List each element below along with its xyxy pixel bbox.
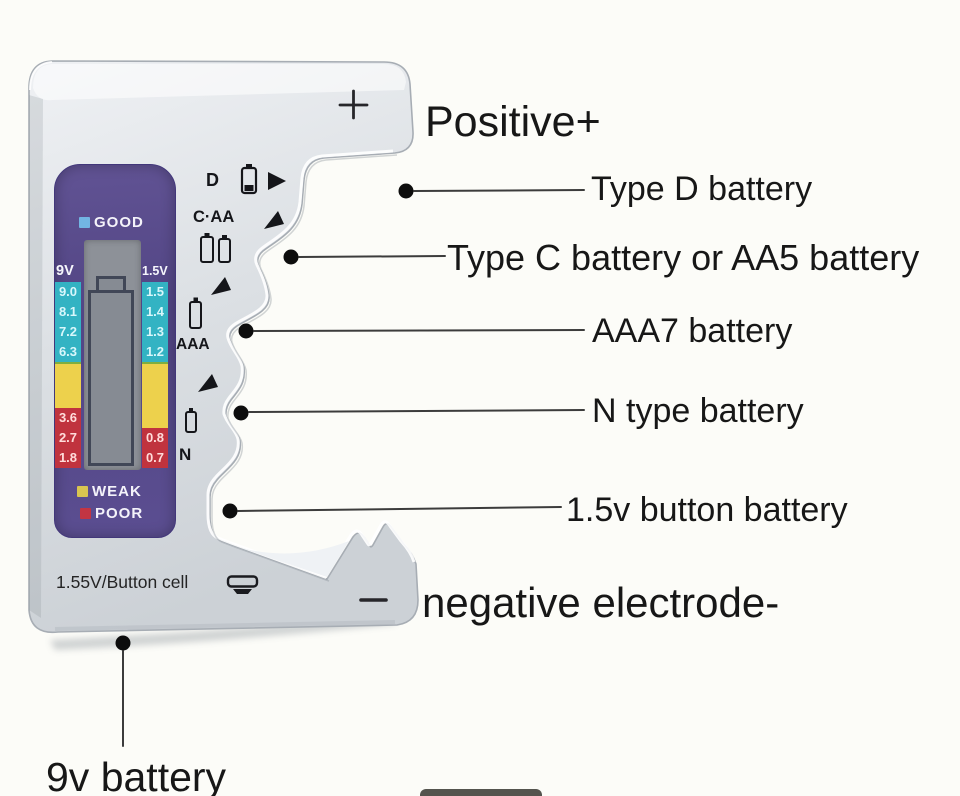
poor-indicator: POOR bbox=[80, 506, 143, 521]
c-aa-arrow-icon bbox=[264, 211, 284, 229]
cutout-edge-highlight bbox=[206, 149, 416, 579]
n-battery-icon bbox=[185, 408, 197, 433]
background-object bbox=[420, 789, 542, 796]
corner-highlight bbox=[29, 61, 53, 91]
scale-cell: 1.2 bbox=[142, 342, 168, 362]
annotation-type-c: Type C battery or AA5 battery bbox=[447, 237, 920, 278]
good-square-icon bbox=[79, 217, 90, 228]
scale-cell: 6.3 bbox=[55, 342, 81, 362]
d-arrow-icon bbox=[268, 172, 286, 190]
good-label: GOOD bbox=[94, 214, 144, 231]
lcd-battery-tab bbox=[96, 276, 126, 293]
scale-cell: 1.5 bbox=[142, 282, 168, 302]
aa-battery-icon bbox=[218, 235, 231, 263]
button-cell-icon bbox=[226, 575, 259, 594]
n-arrow-icon bbox=[198, 374, 218, 392]
weak-segment bbox=[55, 362, 81, 408]
scale-cell: 9.0 bbox=[55, 282, 81, 302]
scale-cell: 1.8 bbox=[55, 448, 81, 468]
device-left-bevel bbox=[29, 95, 43, 618]
poor-label: POOR bbox=[95, 505, 144, 522]
cutout-edge-shade bbox=[211, 154, 398, 582]
annotation-n-type: N type battery bbox=[592, 392, 804, 430]
annotation-type-d: Type D battery bbox=[591, 170, 813, 208]
scale-cell: 3.6 bbox=[55, 408, 81, 428]
poor-square-icon bbox=[80, 508, 91, 519]
callout-lines bbox=[122, 189, 585, 747]
slot-label-n: N bbox=[179, 445, 192, 464]
scale-cell: 0.7 bbox=[142, 448, 168, 468]
annotation-aaa7: AAA7 battery bbox=[592, 312, 793, 350]
scale-cell: 7.2 bbox=[55, 322, 81, 342]
callout-dots bbox=[115, 183, 414, 651]
slot-label-d: D bbox=[206, 170, 219, 190]
c-battery-icon bbox=[200, 233, 214, 263]
scale-cell: 1.4 bbox=[142, 302, 168, 322]
slider-arm-face bbox=[238, 541, 349, 577]
slot-label-c-aa: C·AA bbox=[193, 208, 235, 226]
good-indicator: GOOD bbox=[79, 215, 144, 230]
annotation-positive: Positive+ bbox=[425, 98, 601, 146]
slot-label-aaa: AAA bbox=[176, 336, 210, 353]
scale-header-9v: 9V bbox=[56, 263, 74, 279]
device-top-bevel bbox=[33, 64, 406, 101]
button-cell-print-label: 1.55V/Button cell bbox=[56, 572, 189, 592]
aaa-battery-icon bbox=[189, 297, 202, 329]
scale-cell: 0.8 bbox=[142, 428, 168, 448]
scale-cell: 8.1 bbox=[55, 302, 81, 322]
annotation-negative: negative electrode- bbox=[422, 579, 780, 626]
d-battery-icon bbox=[240, 164, 258, 195]
annotation-button-battery: 1.5v button battery bbox=[566, 491, 848, 529]
aaa-arrow-icon bbox=[211, 277, 231, 295]
scale-cell: 2.7 bbox=[55, 428, 81, 448]
device-bottom-edge bbox=[54, 620, 396, 631]
weak-square-icon bbox=[77, 486, 88, 497]
plus-mark-icon bbox=[338, 89, 369, 120]
weak-indicator: WEAK bbox=[77, 484, 142, 499]
lcd-battery-silhouette bbox=[88, 290, 134, 466]
weak-label: WEAK bbox=[92, 483, 142, 500]
annotation-9v: 9v battery bbox=[46, 754, 227, 796]
scale-header-1-5v: 1.5V bbox=[142, 264, 168, 278]
scale-cell: 1.3 bbox=[142, 322, 168, 342]
weak-segment bbox=[142, 362, 168, 428]
